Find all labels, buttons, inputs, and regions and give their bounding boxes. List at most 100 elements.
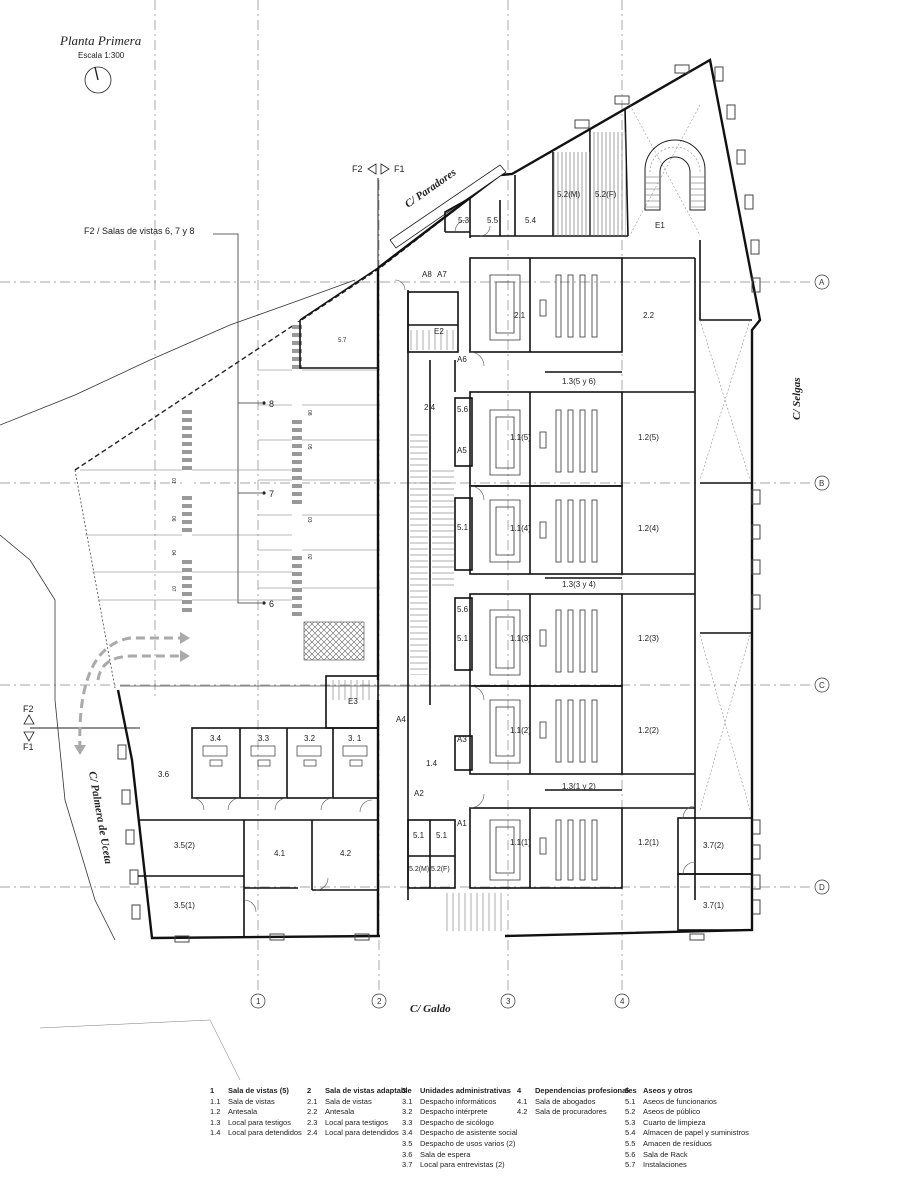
room-label: E3 — [348, 697, 358, 706]
legend-item-number: 2.2 — [307, 1107, 318, 1117]
legend-item-text: Local para detendidos — [228, 1128, 302, 1138]
traffic-arrows — [74, 632, 190, 755]
room-label: 5.2(M) — [557, 190, 580, 199]
room-label: 3.4 — [210, 734, 222, 743]
room-label: 4.1 — [274, 849, 286, 858]
room-label: 1.4 — [426, 759, 438, 768]
parking-number: 08 — [306, 410, 312, 416]
room-label: 1.1(1) — [510, 838, 531, 847]
room-label: 1.1(4) — [510, 524, 531, 533]
room-label: 5.6 — [457, 605, 469, 614]
room-label: 5.2(M) — [409, 866, 429, 873]
room-label: 5.6 — [457, 405, 469, 414]
legend-title: Unidades administrativas — [420, 1086, 511, 1095]
section-label: F2 — [352, 164, 363, 174]
room-label: 5.2(F) — [431, 866, 450, 873]
axis-label: 4 — [620, 997, 625, 1006]
room-label: E2 — [434, 327, 444, 336]
legend-item-number: 3.5 — [402, 1138, 413, 1148]
room-label: 1.1(5) — [510, 433, 531, 442]
room-label: 1.2(2) — [638, 726, 659, 735]
stair-treads — [410, 330, 456, 350]
room-label: 1.2(4) — [638, 524, 659, 533]
room-label: 5.1 — [436, 831, 448, 840]
parking-number: 03 — [306, 517, 312, 523]
legend-item-text: Local para detendidos — [325, 1128, 399, 1138]
section-label: F1 — [23, 742, 34, 752]
legend-item-text: Almacen de papel y suministros — [643, 1128, 749, 1138]
building-walls — [116, 58, 762, 943]
toilet-hatch — [590, 132, 626, 236]
legend-item-text: Local para testigos — [325, 1117, 388, 1127]
legend-item-text: Despacho de usos varios (2) — [420, 1138, 516, 1148]
stair-treads — [445, 893, 505, 931]
room-label: 3.3 — [258, 734, 270, 743]
legend-item-number: 3.3 — [402, 1117, 413, 1127]
axis-label: 2 — [377, 997, 382, 1006]
room-label: 5.1 — [457, 634, 469, 643]
legend-item-text: Aseos de funcionarios — [643, 1096, 717, 1106]
glazing-diagonals — [629, 104, 751, 811]
interior-walls — [138, 107, 753, 936]
legend-item-number: 5.4 — [625, 1128, 636, 1138]
legend-title: Aseos y otros — [643, 1086, 693, 1095]
room-label: A2 — [414, 789, 424, 798]
legend-item-number: 5.7 — [625, 1160, 636, 1170]
legend-item-text: Local para testigos — [228, 1117, 291, 1127]
axis-label: 1 — [256, 997, 261, 1006]
legend-item-text: Cuarto de limpieza — [643, 1117, 706, 1127]
legend-number: 1 — [210, 1086, 215, 1095]
legend-title: Sala de vistas (5) — [228, 1086, 289, 1095]
room-labels: 2.1 2.2 2.4 1.3(5 y 6) 1.3(3 y 4) 1.3(1 … — [158, 190, 724, 910]
legend-item-text: Despacho intérprete — [420, 1107, 488, 1117]
stair-treads — [432, 470, 454, 590]
terrain-lines — [0, 279, 356, 1081]
legend-item-number: 2.4 — [307, 1128, 318, 1138]
room-label: 1.2(3) — [638, 634, 659, 643]
legend-item-text: Instalaciones — [643, 1160, 687, 1170]
legend-item-text: Sala de vistas — [325, 1096, 372, 1106]
room-label: A3 — [457, 735, 467, 744]
street-south: C/ Galdo — [410, 1003, 451, 1015]
room-label: 3.7(1) — [703, 901, 724, 910]
room-label: 1.2(1) — [638, 838, 659, 847]
parking-number: 05 — [306, 444, 312, 450]
room-label: 1.1(3) — [510, 634, 531, 643]
legend-item-number: 5.1 — [625, 1096, 636, 1106]
room-label: 5.7 — [338, 338, 347, 344]
column-axis-markers: 1 2 3 4 — [250, 993, 630, 1009]
legend-item-number: 1.4 — [210, 1128, 221, 1138]
legend-item-text: Sala de vistas — [228, 1096, 275, 1106]
toilet-hatch — [553, 152, 590, 236]
room-label: 3.5(2) — [174, 841, 195, 850]
parking-number: 06 — [170, 516, 176, 522]
legend-item-text: Antesala — [325, 1107, 355, 1117]
legend-item-text: Sala de espera — [420, 1149, 471, 1159]
legend-item-text: Local para entrevistas (2) — [420, 1160, 505, 1170]
axis-label: A — [819, 278, 825, 287]
grid-lines — [0, 0, 812, 990]
parking-number: 07 — [170, 586, 176, 592]
section-cut-left: F2 F1 — [23, 685, 470, 752]
legend-item-number: 1.1 — [210, 1096, 221, 1106]
legend-item-number: 3.4 — [402, 1128, 413, 1138]
legend-item-number: 1.2 — [210, 1107, 221, 1117]
room-label: 4.2 — [340, 849, 352, 858]
legend-item-number: 5.2 — [625, 1107, 636, 1117]
legend-item-text: Sala de abogados — [535, 1096, 596, 1106]
parking-number: 02 — [306, 554, 312, 560]
legend-number: 2 — [307, 1086, 312, 1095]
room-label: 1.3(3 y 4) — [562, 580, 596, 589]
room-label: 3.6 — [158, 770, 170, 779]
legend-item-number: 4.1 — [517, 1096, 528, 1106]
f2-leader — [213, 233, 266, 605]
room-label: A5 — [457, 446, 467, 455]
room-label: 1.3(1 y 2) — [562, 782, 596, 791]
room-label: 3. 1 — [348, 734, 362, 743]
room-label: 5.1 — [413, 831, 425, 840]
room-label: 2.1 — [514, 311, 526, 320]
